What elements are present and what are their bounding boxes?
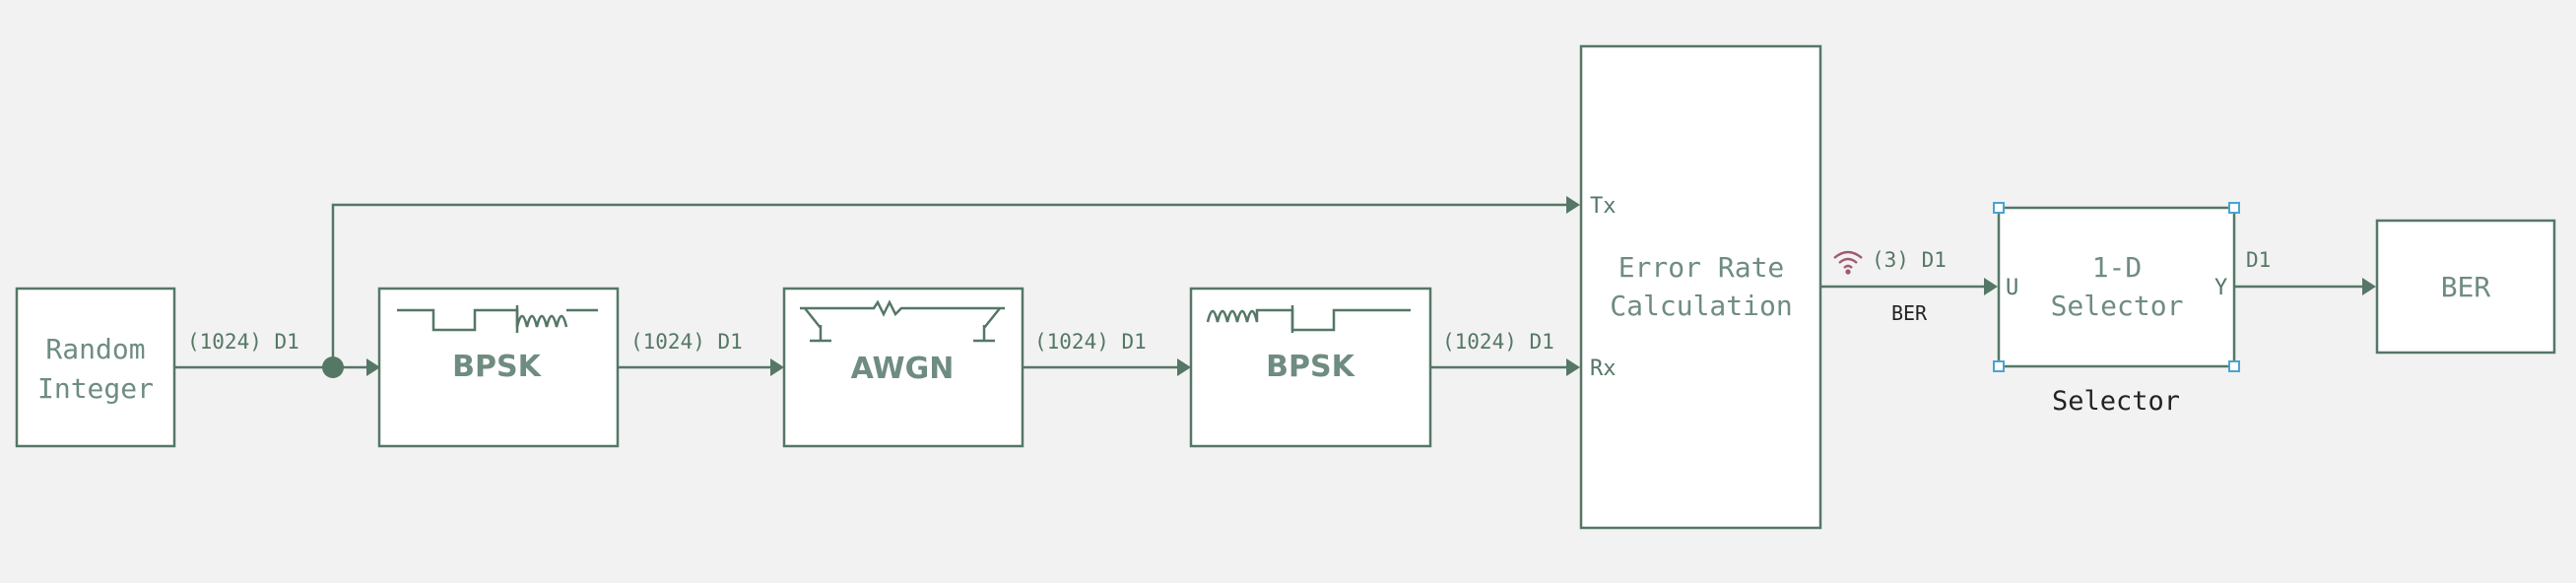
arrow-head — [1984, 278, 1998, 295]
arrow-head — [1177, 358, 1191, 376]
arrow-head — [1566, 358, 1580, 376]
wireless-signal-icon[interactable] — [1833, 250, 1863, 275]
error-rate-calculation-block[interactable]: Error Rate Calculation Tx Rx — [1579, 44, 1822, 530]
signal-label-err-out: (3) D1 — [1872, 248, 1947, 272]
selector-label-line1: 1-D — [2092, 251, 2143, 284]
signal-label-sel-out: D1 — [2246, 248, 2271, 272]
arrow-head — [1566, 196, 1580, 214]
arrow-head — [2362, 278, 2376, 295]
bpsk-demodulation-icon — [1206, 308, 1411, 332]
wires — [175, 196, 2376, 378]
signal-labels: (1024) D1 (1024) D1 (1024) D1 (1024) D1 … — [187, 248, 2271, 354]
port-label-y: Y — [2214, 276, 2227, 300]
resize-handle-top-right[interactable] — [2228, 202, 2240, 214]
awgn-channel-block[interactable]: AWGN — [782, 287, 1024, 448]
arrow-head — [366, 358, 380, 376]
signal-label-bpsk-out: (1024) D1 — [630, 330, 743, 354]
selector-block-caption: Selector — [2052, 386, 2180, 417]
wire-branch-to-tx[interactable] — [331, 203, 1566, 367]
selector-block[interactable]: 1-D Selector U Y — [1993, 202, 2240, 372]
error-rate-label-line1: Error Rate — [1618, 251, 1785, 284]
signal-name-ber: BER — [1891, 301, 1928, 325]
resize-handle-bottom-left[interactable] — [1993, 360, 2005, 372]
ber-display-block[interactable]: BER — [2375, 219, 2556, 355]
signal-label-awgn-out: (1024) D1 — [1034, 330, 1147, 354]
error-rate-label-line2: Calculation — [1610, 290, 1792, 322]
ber-display-label: BER — [2441, 271, 2491, 303]
bpsk-demodulator-label: BPSK — [1266, 350, 1355, 384]
arrow-head — [770, 358, 784, 376]
resize-handle-bottom-right[interactable] — [2228, 360, 2240, 372]
branch-dot-icon — [322, 356, 344, 378]
resize-handle-top-left[interactable] — [1993, 202, 2005, 214]
port-label-tx: Tx — [1590, 194, 1617, 219]
port-label-rx: Rx — [1590, 356, 1617, 381]
random-integer-label-line1: Random — [45, 333, 145, 365]
bpsk-modulator-label: BPSK — [452, 350, 542, 384]
bpsk-demodulator-block[interactable]: BPSK — [1189, 287, 1432, 448]
signal-label-rand-out: (1024) D1 — [187, 330, 299, 354]
bpsk-modulator-block[interactable]: BPSK — [377, 287, 620, 448]
selector-label-line2: Selector — [2051, 290, 2184, 322]
port-label-u: U — [2006, 276, 2018, 300]
random-integer-label-line2: Integer — [37, 372, 154, 405]
random-integer-block[interactable]: Random Integer — [15, 287, 176, 448]
awgn-label: AWGN — [851, 352, 955, 386]
awgn-channel-icon — [800, 299, 1005, 343]
signal-label-demod-out: (1024) D1 — [1442, 330, 1554, 354]
